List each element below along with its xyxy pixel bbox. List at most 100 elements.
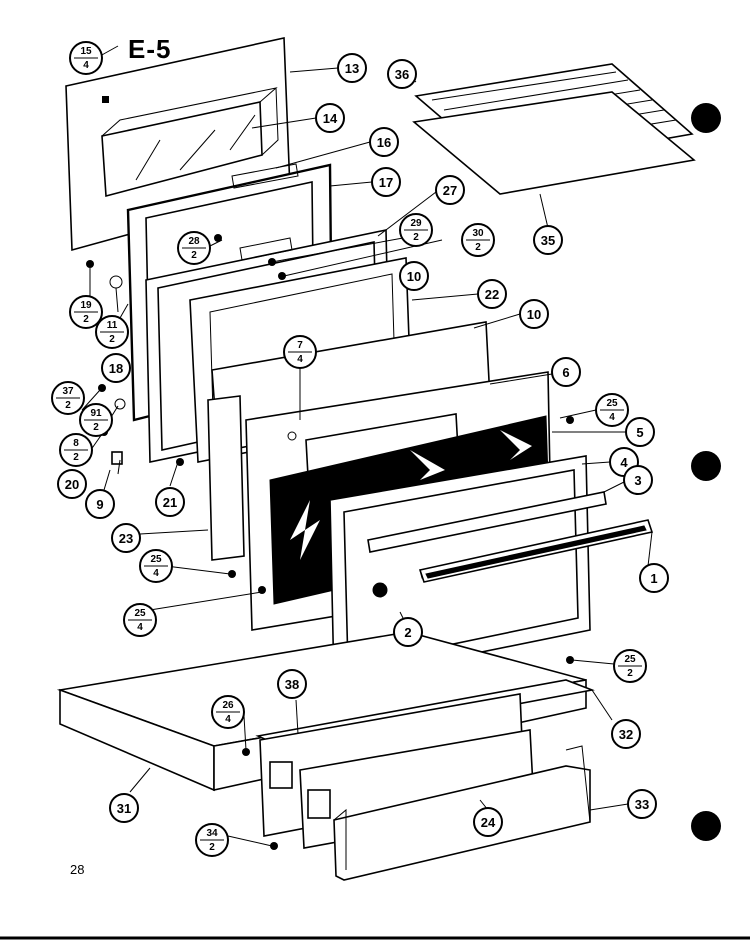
svg-text:17: 17 <box>379 175 393 190</box>
binder-hole-middle <box>691 451 721 481</box>
svg-text:33: 33 <box>635 797 649 812</box>
callout-16: 16 <box>369 127 399 157</box>
svg-text:15: 15 <box>80 46 92 57</box>
svg-text:3: 3 <box>634 473 641 488</box>
svg-text:36: 36 <box>395 67 409 82</box>
svg-text:2: 2 <box>93 422 99 433</box>
callout-17: 17 <box>371 167 401 197</box>
callout-33: 33 <box>627 789 657 819</box>
svg-text:34: 34 <box>206 828 218 839</box>
svg-text:19: 19 <box>80 300 92 311</box>
svg-text:2: 2 <box>404 625 411 640</box>
svg-text:18: 18 <box>109 361 123 376</box>
callout-13: 13 <box>337 53 367 83</box>
callout-10b: 10 <box>519 299 549 329</box>
svg-text:2: 2 <box>109 334 115 345</box>
fraction-11-2: 112 <box>95 315 129 349</box>
svg-text:2: 2 <box>73 452 79 463</box>
svg-text:1: 1 <box>650 571 657 586</box>
svg-text:91: 91 <box>90 408 102 419</box>
svg-text:4: 4 <box>297 354 303 365</box>
part-trim-strip <box>367 491 607 553</box>
part-window-glass <box>101 87 279 198</box>
callout-38: 38 <box>277 669 307 699</box>
svg-text:30: 30 <box>472 228 484 239</box>
svg-text:2: 2 <box>475 242 481 253</box>
svg-text:29: 29 <box>410 218 422 229</box>
svg-text:24: 24 <box>481 815 496 830</box>
fraction-7-4: 74 <box>283 335 317 369</box>
fraction-34-2: 342 <box>195 823 229 857</box>
svg-text:4: 4 <box>225 714 231 725</box>
callout-9: 9 <box>85 489 115 519</box>
diagram-title: E-5 <box>128 34 172 64</box>
fraction-37-2: 372 <box>51 381 85 415</box>
svg-text:16: 16 <box>377 135 391 150</box>
svg-text:7: 7 <box>297 340 303 351</box>
fraction-28-2: 282 <box>177 231 211 265</box>
svg-text:21: 21 <box>163 495 177 510</box>
callout-14: 14 <box>315 103 345 133</box>
svg-text:23: 23 <box>119 531 133 546</box>
callout-32: 32 <box>611 719 641 749</box>
svg-text:2: 2 <box>209 842 215 853</box>
fraction-25-4-left-upper: 254 <box>139 549 173 583</box>
callout-36: 36 <box>387 59 417 89</box>
svg-text:32: 32 <box>619 727 633 742</box>
svg-text:22: 22 <box>485 287 499 302</box>
svg-text:25: 25 <box>606 398 618 409</box>
part-drawer-frame <box>333 745 591 881</box>
svg-text:2: 2 <box>191 250 197 261</box>
svg-text:25: 25 <box>134 608 146 619</box>
callout-18: 18 <box>101 353 131 383</box>
svg-text:14: 14 <box>323 111 338 126</box>
callout-6: 6 <box>551 357 581 387</box>
svg-text:2: 2 <box>627 668 633 679</box>
fraction-25-2: 252 <box>613 649 647 683</box>
svg-text:26: 26 <box>222 700 234 711</box>
fraction-8-2: 82 <box>59 433 93 467</box>
callout-21: 21 <box>155 487 185 517</box>
svg-text:4: 4 <box>83 60 89 71</box>
svg-text:11: 11 <box>107 320 118 331</box>
svg-text:9: 9 <box>96 497 103 512</box>
callout-24: 24 <box>473 807 503 837</box>
svg-text:8: 8 <box>73 438 79 449</box>
callout-10a: 10 <box>399 261 429 291</box>
fraction-15-4: 154 <box>69 41 103 75</box>
svg-text:31: 31 <box>117 801 131 816</box>
callout-23: 23 <box>111 523 141 553</box>
callout-5: 5 <box>625 417 655 447</box>
svg-text:2: 2 <box>83 314 89 325</box>
part-oven-rack <box>412 63 696 195</box>
svg-text:37: 37 <box>62 386 74 397</box>
fraction-29-2: 292 <box>399 213 433 247</box>
fraction-25-4-left-lower: 254 <box>123 603 157 637</box>
svg-text:4: 4 <box>137 622 143 633</box>
callout-1: 1 <box>639 563 669 593</box>
callout-31: 31 <box>109 793 139 823</box>
svg-text:25: 25 <box>624 654 636 665</box>
svg-text:13: 13 <box>345 61 359 76</box>
binder-hole-bottom <box>691 811 721 841</box>
svg-text:38: 38 <box>285 677 299 692</box>
fraction-19-2: 192 <box>69 295 103 329</box>
svg-text:20: 20 <box>65 477 79 492</box>
fraction-25-4-right: 254 <box>595 393 629 427</box>
callout-3: 3 <box>623 465 653 495</box>
svg-text:6: 6 <box>562 365 569 380</box>
svg-text:2: 2 <box>413 232 419 243</box>
svg-text:4: 4 <box>609 412 615 423</box>
fraction-26-4: 264 <box>211 695 245 729</box>
callout-20: 20 <box>57 469 87 499</box>
fraction-91-2: 912 <box>79 403 113 437</box>
svg-text:2: 2 <box>65 400 71 411</box>
svg-text:5: 5 <box>636 425 643 440</box>
svg-text:25: 25 <box>150 554 162 565</box>
svg-text:4: 4 <box>153 568 159 579</box>
callout-2: 2 <box>393 617 423 647</box>
callout-35: 35 <box>533 225 563 255</box>
fraction-30-2: 302 <box>461 223 495 257</box>
callout-27: 27 <box>435 175 465 205</box>
